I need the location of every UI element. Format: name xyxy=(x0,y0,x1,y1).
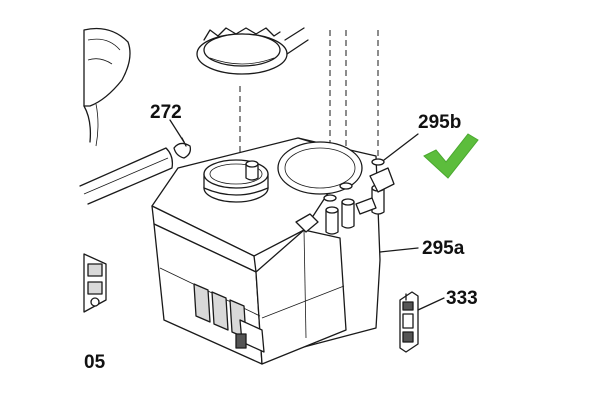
housing-top-left xyxy=(83,27,131,147)
leader-lines xyxy=(169,119,445,311)
callout-333: 333 xyxy=(446,288,478,309)
checkmark-icon xyxy=(423,133,479,179)
assembly-lines xyxy=(239,30,379,196)
valve-group xyxy=(295,158,395,235)
hose-clamp xyxy=(173,137,192,159)
inlet-neck xyxy=(203,159,269,203)
callout-295b: 295b xyxy=(418,112,461,133)
callout-272: 272 xyxy=(150,102,182,123)
callout-295a: 295a xyxy=(422,238,465,259)
left-pipe xyxy=(79,147,174,205)
large-opening xyxy=(277,141,363,195)
part-333-bracket xyxy=(399,291,419,353)
left-bracket xyxy=(83,253,107,313)
callout-edge: 05 xyxy=(84,352,106,373)
gasket-ring xyxy=(196,27,309,75)
